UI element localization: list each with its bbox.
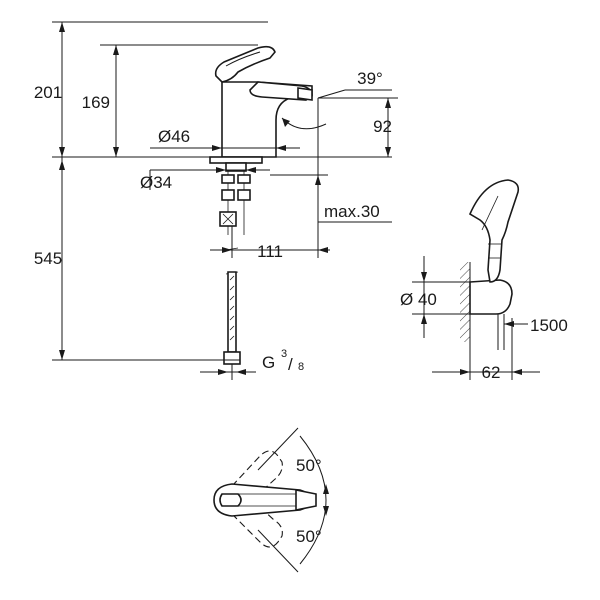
mount-nut [225,162,247,172]
dim-545: 545 [34,249,62,268]
shower-head-detail [481,195,499,231]
dim-dia-40: Ø 40 [400,290,437,309]
dim-201: 201 [34,83,62,102]
nut-4 [237,189,251,201]
hose-lower [227,271,237,353]
angle-leader [317,89,346,99]
dim-169: 169 [82,93,110,112]
dim-92: 92 [373,117,392,136]
dim-g-num: 3 [281,348,287,360]
dim-max30: max.30 [324,202,380,221]
connector-mark-2 [222,213,234,225]
dim-62: 62 [482,363,501,382]
swivel-line-left [257,427,299,471]
wall-hatch [460,262,470,342]
hose-braid [229,275,235,341]
hand-shower-view: Ø 40 1500 62 [400,179,568,382]
hose-fitting [223,351,241,365]
dim-g: G [262,353,275,372]
lever-swivel-left [231,450,283,503]
top-spout-tip [295,489,317,511]
swivel-arc [299,435,327,565]
nut-1 [221,174,235,184]
faucet-spout [249,81,313,101]
dim-50-deg-left: 50° [296,456,322,475]
shower-holder [469,279,513,315]
shower-head [468,179,520,283]
swivel-line-right [257,529,299,573]
dim-g-den: 8 [298,361,304,373]
faucet-lever [214,45,276,83]
nut-2 [237,174,251,184]
faucet-top-view: 50° 50° [213,427,329,573]
faucet-aerator [297,87,313,101]
lever-swivel-right [231,497,283,548]
angle-arc [281,117,327,130]
dim-g-slash: / [288,355,293,374]
lever-highlight [225,51,261,67]
dim-39-deg: 39° [357,69,383,88]
top-lever-edges [238,493,300,507]
dim-50-deg-right: 50° [296,527,322,546]
dim-1500: 1500 [530,316,568,335]
dim-dia-34: Ø34 [140,173,172,192]
dim-111: 111 [257,242,283,261]
nut-3 [221,189,235,201]
mount-plate [209,156,263,164]
faucet-side-view: 201 169 39° 92 Ø46 Ø34 [34,21,398,380]
top-lever [219,493,242,507]
dim-dia-46: Ø46 [158,127,190,146]
